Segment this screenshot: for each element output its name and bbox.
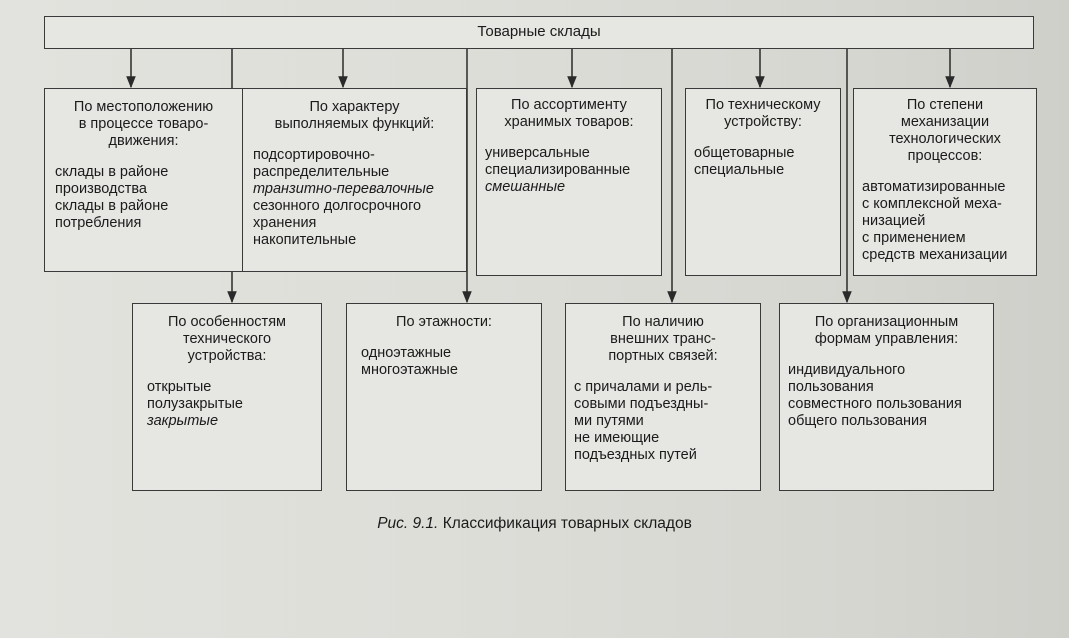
box-item: общего пользования	[788, 413, 927, 429]
box-item: специальные	[694, 162, 785, 178]
root-box: Товарные склады	[44, 16, 1034, 49]
box-item: одноэтажные	[361, 345, 452, 361]
top_row-box-2: По характеру выполняемых функций: подсорт…	[242, 88, 467, 272]
box-item: склады в районе производства	[55, 164, 169, 197]
box-item: с комплексной меха- низацией	[862, 196, 1002, 229]
box-item: не имеющие подъездных путей	[574, 430, 697, 463]
box-item: сезонного долгосрочного хранения	[253, 198, 422, 231]
box-item: транзитно-перевалочные	[253, 181, 434, 197]
box-item: совместного пользования	[788, 396, 962, 412]
top_row-box-3: По ассортименту хранимых товаров: универс…	[476, 88, 662, 276]
box-heading: По местоположению в процессе товаро- дви…	[73, 99, 214, 149]
bottom_row-box-4: По организационным формам управления: инд…	[779, 303, 994, 491]
box-item: автоматизированные	[862, 179, 1006, 195]
box-item: открытые	[147, 379, 212, 395]
box-heading: По ассортименту хранимых товаров:	[504, 97, 634, 130]
box-item: специализированные	[485, 162, 631, 178]
caption-text: Классификация товарных складов	[442, 515, 692, 532]
box-item: универсальные	[485, 145, 590, 161]
box-heading: По характеру выполняемых функций:	[274, 99, 435, 132]
box-heading: По наличию внешних транс- портных связей…	[608, 314, 718, 364]
bottom_row-box-1: По особенностям технического устройства:…	[132, 303, 322, 491]
box-heading: По организационным формам управления:	[814, 314, 959, 347]
box-item: склады в районе потребления	[55, 198, 169, 231]
box-item: многоэтажные	[361, 362, 458, 378]
box-item: подсортировочно- распределительные	[253, 147, 390, 180]
box-heading: По особенностям технического устройства:	[167, 314, 287, 364]
caption-label: Рис. 9.1.	[377, 515, 439, 532]
box-item: полузакрытые	[147, 396, 243, 412]
box-item: с причалами и рель- совыми подъездны- ми…	[574, 379, 713, 429]
box-item: смешанные	[485, 179, 566, 195]
box-item: закрытые	[147, 413, 219, 429]
bottom_row-box-3: По наличию внешних транс- портных связей…	[565, 303, 761, 491]
box-item: накопительные	[253, 232, 357, 248]
box-heading: По степени механизации технологических п…	[889, 97, 1001, 164]
figure-caption: Рис. 9.1. Классификация товарных складов	[0, 515, 1069, 533]
box-item: с применением средств механизации	[862, 230, 1008, 263]
box-heading: По техническому устройству:	[705, 97, 821, 130]
top_row-box-1: По местоположению в процессе товаро- дви…	[44, 88, 243, 272]
box-item: индивидуального пользования	[788, 362, 906, 395]
box-item: общетоварные	[694, 145, 795, 161]
top_row-box-5: По степени механизации технологических п…	[853, 88, 1037, 276]
box-items: с причалами и рель- совыми подъездны- ми…	[574, 379, 752, 464]
box-heading: По этажности:	[396, 314, 492, 330]
